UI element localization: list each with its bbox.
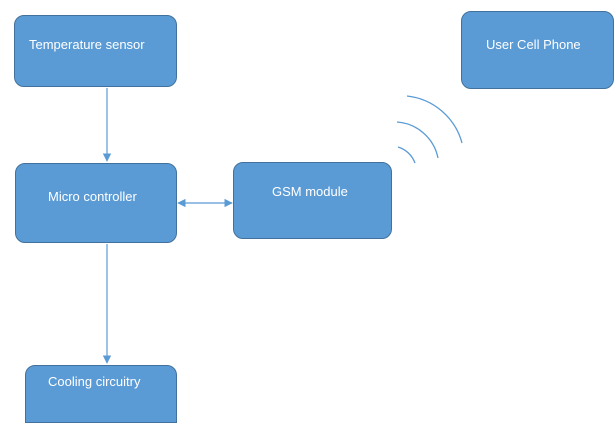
user-cell-phone-label: User Cell Phone bbox=[486, 37, 581, 52]
gsm-module-block: GSM module bbox=[233, 162, 392, 239]
signal-arc-small bbox=[397, 146, 416, 164]
micro-controller-block: Micro controller bbox=[15, 163, 177, 243]
temperature-sensor-label: Temperature sensor bbox=[29, 37, 145, 52]
signal-arc-medium bbox=[396, 121, 439, 159]
temperature-sensor-block: Temperature sensor bbox=[14, 15, 177, 87]
micro-controller-label: Micro controller bbox=[48, 189, 137, 204]
cooling-circuitry-block: Cooling circuitry bbox=[25, 365, 177, 423]
user-cell-phone-block: User Cell Phone bbox=[461, 11, 614, 89]
wireless-signal-icon bbox=[396, 95, 463, 164]
gsm-module-label: GSM module bbox=[272, 184, 348, 199]
cooling-circuitry-label: Cooling circuitry bbox=[48, 374, 141, 389]
signal-arc-large bbox=[406, 95, 463, 144]
